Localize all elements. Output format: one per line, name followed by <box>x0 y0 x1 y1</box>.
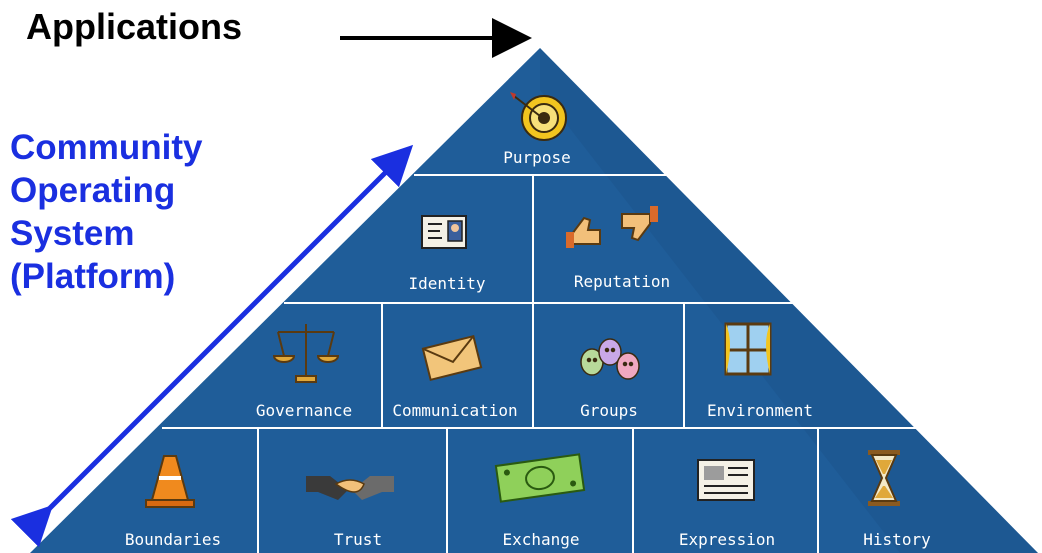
handshake-icon <box>306 476 394 500</box>
pyramid-cell-label-identity: Identity <box>408 274 485 293</box>
faces-icon <box>580 338 640 380</box>
platform-label-line-2: Operating <box>10 171 176 210</box>
pyramid-cell-label-expression: Expression <box>679 530 775 549</box>
pyramid-cell-label-boundaries: Boundaries <box>125 530 221 549</box>
window-icon <box>724 322 772 376</box>
pyramid-cell-label-history: History <box>863 530 931 549</box>
id-card-icon <box>421 215 467 249</box>
pyramid-cell-label-communication: Communication <box>392 401 517 420</box>
platform-label-line-1: Community <box>10 128 203 167</box>
pyramid-cell-label-reputation: Reputation <box>574 272 670 291</box>
pyramid-cell-label-trust: Trust <box>334 530 382 549</box>
platform-label-line-3: System <box>10 214 135 253</box>
applications-label: Applications <box>26 6 243 47</box>
pyramid-cell-label-governance: Governance <box>256 401 352 420</box>
platform-double-arrow <box>10 144 414 548</box>
newspaper-icon <box>697 459 755 501</box>
thumbs-up-down-icon <box>566 206 658 248</box>
traffic-cone-icon <box>145 455 195 508</box>
pyramid-cell-label-groups: Groups <box>580 401 638 420</box>
pyramid-cell-label-environment: Environment <box>707 401 813 420</box>
banknote-icon <box>494 453 586 503</box>
target-icon <box>510 92 567 141</box>
pyramid-cell-label-exchange: Exchange <box>502 530 579 549</box>
platform-label-line-4: (Platform) <box>10 257 176 296</box>
pyramid-cell-label-purpose: Purpose <box>503 148 570 167</box>
envelope-icon <box>421 334 483 382</box>
scales-icon <box>272 324 340 383</box>
platform-label: Community Operating System (Platform) <box>10 126 203 298</box>
hourglass-icon <box>868 450 900 506</box>
